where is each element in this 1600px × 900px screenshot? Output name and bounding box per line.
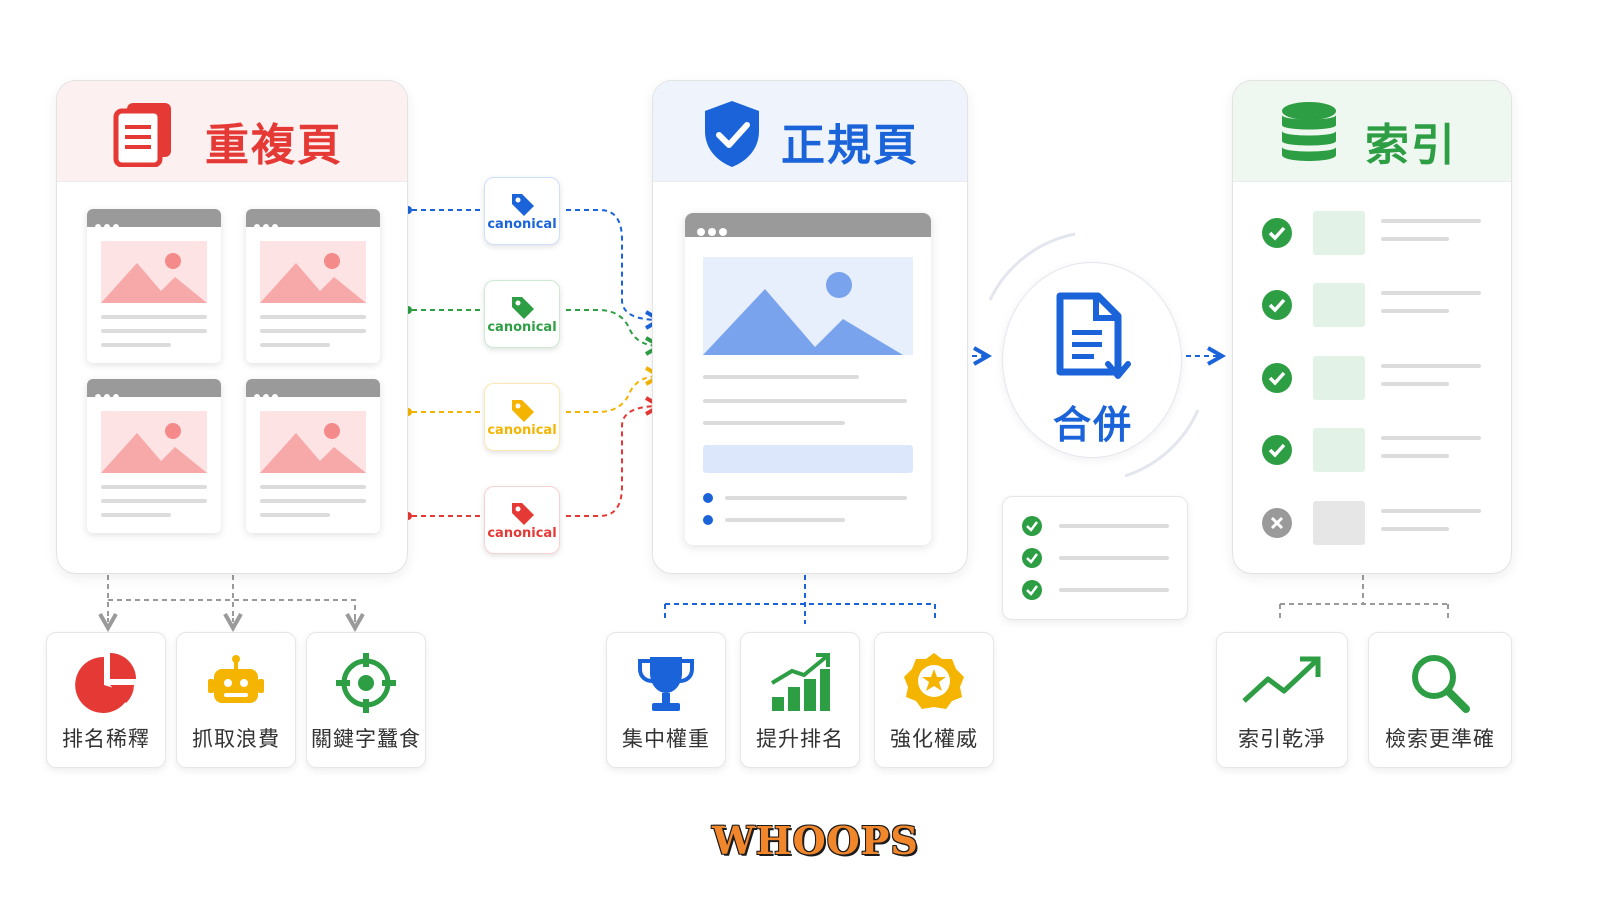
canonical-tag-yellow: canonical bbox=[484, 383, 560, 451]
index-row bbox=[1233, 209, 1511, 259]
trend-up-icon bbox=[1242, 656, 1321, 703]
index-row-excluded bbox=[1233, 499, 1511, 549]
index-panel-header: 索引 bbox=[1233, 81, 1511, 182]
trophy-icon bbox=[638, 657, 694, 711]
index-panel-title: 索引 bbox=[1365, 120, 1457, 171]
tag-icon bbox=[512, 400, 534, 422]
connector-yellow-out bbox=[566, 376, 660, 413]
check-circle-icon bbox=[1022, 516, 1042, 536]
tag-icon bbox=[512, 297, 534, 319]
canonical-tag-label: canonical bbox=[487, 526, 557, 541]
duplicate-page-thumb bbox=[246, 379, 380, 533]
effect-label: 強化權威 bbox=[890, 727, 978, 751]
canonical-page-panel: 正規頁 bbox=[652, 80, 968, 574]
canonical-tag-blue: canonical bbox=[484, 177, 560, 245]
effect-card-consolidate-authority: 集中權重 bbox=[606, 632, 726, 768]
effect-label: 關鍵字蠶食 bbox=[311, 727, 421, 751]
connector-blue-out bbox=[566, 209, 660, 320]
tree-duplicate bbox=[107, 575, 356, 622]
canonical-tag-label: canonical bbox=[487, 217, 557, 232]
tree-index bbox=[1279, 575, 1449, 622]
effect-card-strengthen-authority: 強化權威 bbox=[874, 632, 994, 768]
shield-check-icon bbox=[705, 101, 759, 167]
canonical-tag-label: canonical bbox=[487, 320, 557, 335]
effect-card-crawl-waste: 抓取浪費 bbox=[176, 632, 296, 768]
effect-card-clean-index: 索引乾淨 bbox=[1216, 632, 1348, 768]
pie-chart-icon bbox=[75, 653, 136, 713]
tag-icon bbox=[512, 194, 534, 216]
index-row bbox=[1233, 426, 1511, 476]
effect-label: 集中權重 bbox=[622, 727, 710, 751]
check-circle-icon bbox=[1262, 435, 1292, 465]
canonical-tag-green: canonical bbox=[484, 280, 560, 348]
tag-icon bbox=[512, 503, 534, 525]
robot-icon bbox=[208, 655, 264, 703]
canonical-tag-label: canonical bbox=[487, 423, 557, 438]
magnifier-icon bbox=[1412, 655, 1470, 713]
canonical-panel-header: 正規頁 bbox=[653, 81, 967, 182]
merge-arc-bottom bbox=[1124, 409, 1200, 478]
effect-label: 排名稀釋 bbox=[62, 727, 150, 751]
effect-label: 檢索更準確 bbox=[1385, 727, 1495, 751]
crosshair-icon bbox=[336, 653, 396, 713]
effect-card-keyword-cannibalization: 關鍵字蠶食 bbox=[306, 632, 426, 768]
merge-document-icon bbox=[1056, 292, 1131, 379]
duplicate-page-thumb bbox=[87, 379, 221, 533]
check-circle-icon bbox=[1262, 218, 1292, 248]
bar-growth-icon bbox=[770, 653, 830, 711]
duplicate-page-thumb bbox=[246, 209, 380, 363]
merge-arc-top bbox=[988, 232, 1076, 301]
x-circle-icon bbox=[1262, 508, 1292, 538]
connector-red-out bbox=[566, 406, 660, 517]
effect-label: 抓取浪費 bbox=[192, 727, 280, 751]
whoops-logo: WHOOPS bbox=[712, 818, 919, 863]
tree-canonical bbox=[664, 575, 936, 624]
badge-star-icon bbox=[904, 653, 964, 709]
connector-green-out bbox=[566, 309, 660, 346]
duplicate-document-icon bbox=[113, 103, 171, 167]
merge-label: 合併 bbox=[1053, 403, 1134, 447]
database-icon bbox=[1282, 102, 1336, 161]
duplicate-page-thumb bbox=[87, 209, 221, 363]
index-row bbox=[1233, 354, 1511, 404]
canonical-panel-title: 正規頁 bbox=[781, 120, 919, 171]
effect-card-accurate-retrieval: 檢索更準確 bbox=[1368, 632, 1512, 768]
effect-label: 提升排名 bbox=[756, 727, 844, 751]
check-circle-icon bbox=[1262, 363, 1292, 393]
duplicate-panel-title: 重複頁 bbox=[205, 120, 343, 171]
check-circle-icon bbox=[1262, 290, 1292, 320]
duplicate-pages-panel: 重複頁 bbox=[56, 80, 408, 574]
check-circle-icon bbox=[1022, 548, 1042, 568]
canonical-tag-red: canonical bbox=[484, 486, 560, 554]
canonical-page-preview bbox=[685, 213, 931, 545]
merge-checklist-card bbox=[1002, 496, 1188, 620]
effect-card-improve-ranking: 提升排名 bbox=[740, 632, 860, 768]
check-circle-icon bbox=[1022, 580, 1042, 600]
effect-card-ranking-dilution: 排名稀釋 bbox=[46, 632, 166, 768]
index-row bbox=[1233, 281, 1511, 331]
duplicate-panel-header: 重複頁 bbox=[57, 81, 407, 182]
effect-label: 索引乾淨 bbox=[1238, 727, 1326, 751]
index-panel: 索引 bbox=[1232, 80, 1512, 574]
